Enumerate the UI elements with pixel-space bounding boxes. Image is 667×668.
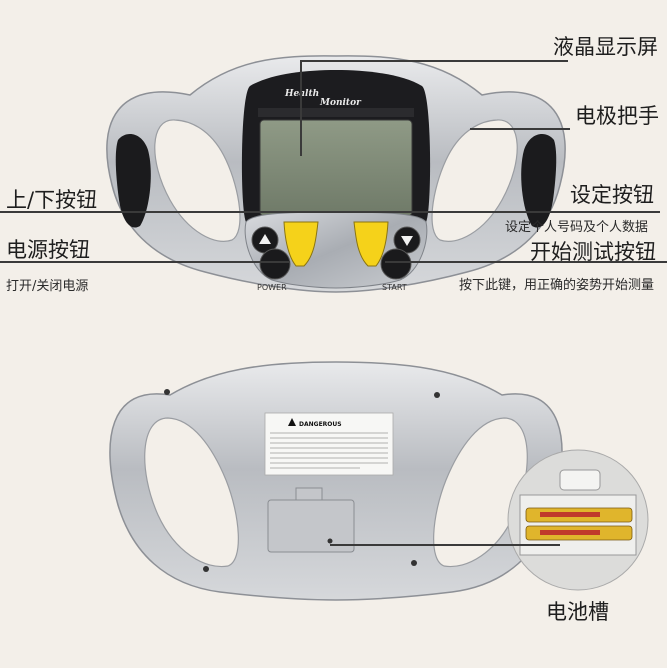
lcd-labels-strip <box>258 108 414 117</box>
warning-label <box>264 412 394 476</box>
set-button-label: 设定按钮 <box>570 183 654 207</box>
lcd-screen <box>259 119 413 217</box>
warning-triangle-icon <box>288 418 296 426</box>
battery-lid <box>559 469 601 491</box>
up-arrow-icon <box>259 234 271 244</box>
power-button-desc: 打开/关闭电源 <box>6 279 89 294</box>
battery-latch <box>295 487 323 501</box>
screw-icon <box>203 566 209 572</box>
battery-stripe <box>540 530 600 535</box>
battery-compartment <box>519 494 637 556</box>
right-electrode-icon <box>521 134 557 228</box>
updown-callout-line <box>0 211 330 213</box>
battery-stripe <box>540 512 600 517</box>
power-callout-line <box>0 261 290 263</box>
start-button-desc: 按下此键，用正确的姿势开始测量 <box>459 278 655 293</box>
set-callout-line <box>320 211 660 213</box>
front-right-hole <box>431 119 518 242</box>
start-button[interactable] <box>380 248 412 280</box>
screw-icon <box>327 538 333 544</box>
device-back: DANGEROUS <box>109 361 563 601</box>
power-button-label: 电源按钮 <box>6 238 90 262</box>
battery-callout-line <box>330 544 560 546</box>
back-left-hole <box>144 417 239 568</box>
warning-title: DANGEROUS <box>299 421 342 428</box>
device-front: Health Monitor POWER START <box>106 55 566 293</box>
back-right-hole <box>433 417 528 568</box>
up-down-button-label: 上/下按钮 <box>6 188 98 212</box>
lcd-callout-drop <box>300 60 302 156</box>
brand-line2: Monitor <box>319 98 362 108</box>
start-button-label: 开始测试按钮 <box>530 240 656 264</box>
lcd-display-label: 液晶显示屏 <box>553 35 658 59</box>
battery-slot-label: 电池槽 <box>546 600 609 624</box>
set-button-desc: 设定个人号码及个人数据 <box>505 220 649 235</box>
start-callout-line <box>385 261 667 263</box>
set-button-right[interactable] <box>353 221 389 267</box>
set-button[interactable] <box>283 221 319 267</box>
handle-callout-line <box>470 128 570 130</box>
left-electrode-icon <box>115 134 151 228</box>
lcd-callout-line <box>300 60 568 62</box>
down-arrow-icon <box>401 236 413 246</box>
power-button[interactable] <box>259 248 291 280</box>
brand-line1: Health <box>284 89 319 99</box>
start-key-label: START <box>382 283 407 292</box>
power-key-label: POWER <box>257 283 287 292</box>
front-left-hole <box>154 119 241 242</box>
electrode-handle-label: 电极把手 <box>575 104 659 128</box>
screw-icon <box>434 392 440 398</box>
screw-icon <box>411 560 417 566</box>
battery-inset <box>507 449 649 591</box>
warning-text-lines <box>270 432 388 469</box>
screw-icon <box>164 389 170 395</box>
